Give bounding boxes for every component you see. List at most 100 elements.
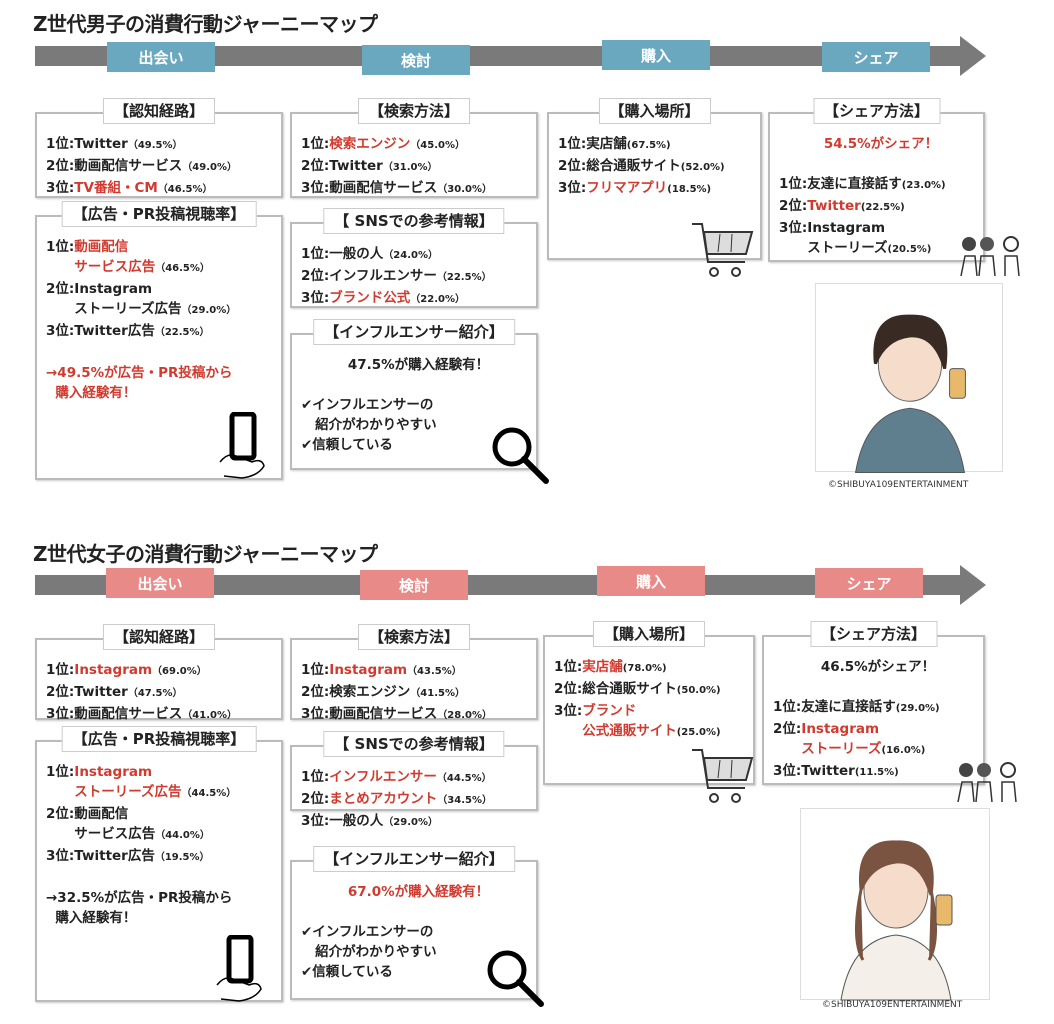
text-line: 1位:一般の人（24.0%） (301, 244, 536, 266)
text-segment: ストーリーズ (801, 741, 882, 757)
text-line: 46.5%がシェア！ (773, 657, 983, 677)
text-segment: 2位: (301, 791, 330, 807)
text-line: 1位:友達に直接話す(23.0%) (779, 174, 983, 196)
text-line: 2位:Twitter（47.5%） (46, 682, 281, 704)
text-line: 3位:動画配信サービス（28.0%） (301, 704, 536, 726)
section-box-influ: 【インフルエンサー紹介】67.0%が購入経験有！ ✔インフルエンサーの 紹介がわ… (290, 846, 538, 1000)
percentage: (25.0%) (676, 727, 721, 738)
text-segment: 1位: (301, 136, 330, 152)
percentage: （31.0%） (382, 162, 438, 173)
text-line: 2位:インフルエンサー（22.5%） (301, 266, 536, 288)
text-segment: ✔信頼している (301, 437, 393, 453)
percentage: （41.5%） (410, 688, 465, 699)
text-segment: 公式通販サイト (582, 723, 677, 739)
text-segment (46, 870, 51, 886)
text-segment: 3位:Twitter広告 (46, 848, 155, 864)
section-box-sns: 【 SNSでの参考情報】1位:一般の人（24.0%）2位:インフルエンサー（22… (290, 208, 538, 308)
section-heading: 【シェア方法】 (809, 621, 938, 647)
section-box-share: 【シェア方法】54.5%がシェア！ 1位:友達に直接話す(23.0%)2位:Tw… (768, 98, 985, 262)
percentage: （29.0%） (383, 817, 438, 828)
section-heading: 【広告・PR投稿視聴率】 (61, 726, 257, 752)
text-segment: Instagram (74, 764, 153, 780)
text-segment: 紹介がわかりやすい (301, 417, 437, 433)
text-segment (301, 377, 306, 393)
stage-label: 出会い (107, 42, 215, 72)
section-box-kensaku: 【検索方法】1位:Instagram（43.5%）2位:検索エンジン（41.5%… (290, 624, 538, 722)
section-box-ninchi: 【認知経路】1位:Twitter（49.5%）2位:動画配信サービス（49.0%… (35, 98, 283, 200)
text-line: 購入経験有！ (46, 383, 281, 403)
text-segment: 3位: (46, 180, 75, 196)
section-box-share: 【シェア方法】46.5%がシェア！ 1位:友達に直接話す(29.0%)2位:In… (762, 621, 985, 785)
text-line: →32.5%が広告・PR投稿から (46, 888, 281, 908)
text-line: ✔インフルエンサーの (301, 922, 536, 942)
text-segment: 1位:Twitter (46, 136, 128, 152)
text-segment: 46.5%がシェア！ (820, 659, 936, 675)
text-line: ✔信頼している (301, 962, 536, 982)
text-segment: ブランド (582, 703, 637, 719)
section-heading: 【購入場所】 (598, 98, 711, 124)
text-line: 1位:Instagram（69.0%） (46, 660, 281, 682)
section-heading: 【インフルエンサー紹介】 (313, 319, 515, 345)
text-line: 3位:一般の人（29.0%） (301, 811, 536, 833)
text-line: 3位:TV番組・CM（46.5%） (46, 178, 281, 200)
magnifier-icon (485, 948, 545, 1012)
percentage: （41.0%） (182, 710, 237, 721)
journey-arrow-head (960, 36, 986, 76)
percentage: (52.0%) (680, 162, 725, 173)
stage-label: 購入 (597, 566, 705, 596)
text-line: ストーリーズ広告（44.5%） (46, 782, 281, 804)
percentage: （43.5%） (407, 666, 462, 677)
text-line (301, 375, 536, 395)
text-segment: 2位: (779, 198, 808, 214)
stage-label: 出会い (106, 568, 214, 598)
section-heading: 【検索方法】 (357, 98, 471, 124)
text-segment: ブランド公式 (329, 290, 411, 306)
text-line: 1位:インフルエンサー（44.5%） (301, 767, 536, 789)
percentage: （19.5%） (154, 852, 210, 863)
text-segment: 3位: (554, 703, 583, 719)
text-line: 紹介がわかりやすい (301, 415, 536, 435)
percentage: (18.5%) (667, 184, 712, 195)
text-line: 2位:Instagram (773, 719, 983, 739)
text-segment (773, 679, 778, 695)
text-segment: 1位: (46, 239, 75, 255)
text-segment: 3位:動画配信サービス (301, 706, 438, 722)
percentage: （49.0%） (182, 162, 237, 173)
boy-illustration (815, 283, 1003, 473)
text-segment: 2位:インフルエンサー (301, 268, 437, 284)
text-line: 2位:Instagram (46, 279, 281, 299)
text-line (773, 677, 983, 697)
text-segment: Instagram (74, 662, 153, 678)
text-line: 1位:検索エンジン（45.0%） (301, 134, 536, 156)
text-segment: 3位:Instagram (779, 220, 886, 236)
text-line: 1位:Instagram（43.5%） (301, 660, 536, 682)
percentage: （45.0%） (410, 140, 465, 151)
text-segment: ストーリーズ (779, 240, 888, 256)
percentage: （28.0%） (437, 710, 492, 721)
text-line: ✔インフルエンサーの (301, 395, 536, 415)
percentage: (50.0%) (676, 685, 721, 696)
percentage: （46.5%） (157, 184, 213, 195)
text-line: 購入経験有！ (46, 908, 281, 928)
text-line: 1位:実店舗(78.0%) (554, 657, 753, 679)
text-line: 47.5%が購入経験有！ (301, 355, 536, 375)
text-segment (46, 784, 74, 800)
text-line: 67.0%が購入経験有！ (301, 882, 536, 902)
copyright-credit: ©SHIBUYA109ENTERTAINMENT (828, 480, 969, 490)
girl-illustration (800, 808, 990, 1001)
section-heading: 【広告・PR投稿視聴率】 (61, 201, 257, 227)
journey-arrow-head (960, 565, 986, 605)
map-title: Z世代男子の消費行動ジャーニーマップ (33, 12, 378, 36)
text-line: サービス広告（46.5%） (46, 257, 281, 279)
text-segment: 1位:友達に直接話す (779, 176, 902, 192)
journey-arrow-bar (35, 575, 960, 595)
percentage: （44.5%） (181, 788, 237, 799)
percentage: （22.5%） (436, 272, 492, 283)
section-heading: 【認知経路】 (102, 98, 216, 124)
percentage: （44.0%） (155, 830, 210, 841)
text-line: サービス広告（44.0%） (46, 824, 281, 846)
text-segment: →32.5%が広告・PR投稿から (46, 890, 233, 906)
text-segment: 67.0%が購入経験有！ (347, 884, 490, 900)
section-box-ninchi: 【認知経路】1位:Instagram（69.0%）2位:Twitter（47.5… (35, 624, 283, 722)
percentage: (29.0%) (895, 703, 940, 714)
